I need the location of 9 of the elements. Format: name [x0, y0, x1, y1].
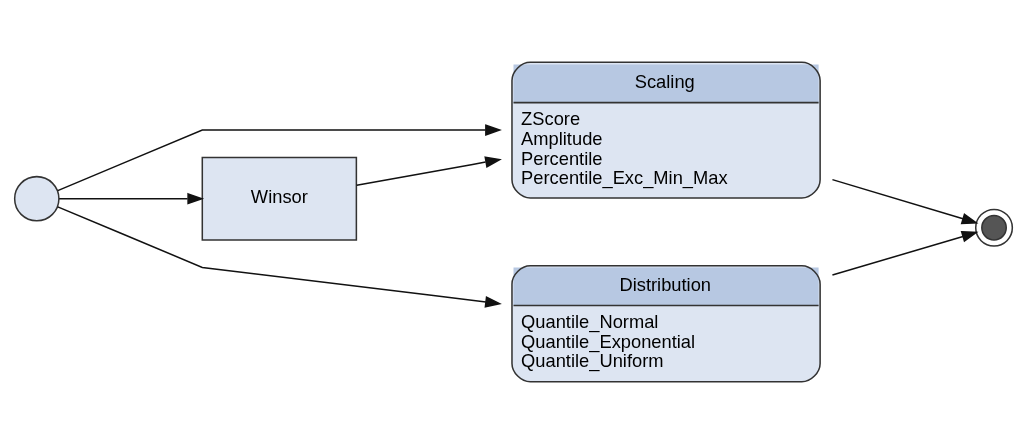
- arrow: [57, 205, 502, 308]
- node-box: Winsor: [201, 156, 358, 241]
- arrow: [831, 230, 979, 276]
- arrow: [355, 155, 502, 186]
- arrow: [58, 192, 205, 205]
- arrow: [831, 178, 979, 224]
- arrow: [57, 123, 502, 191]
- node-circle: [974, 208, 1014, 247]
- node-circle: [13, 175, 60, 222]
